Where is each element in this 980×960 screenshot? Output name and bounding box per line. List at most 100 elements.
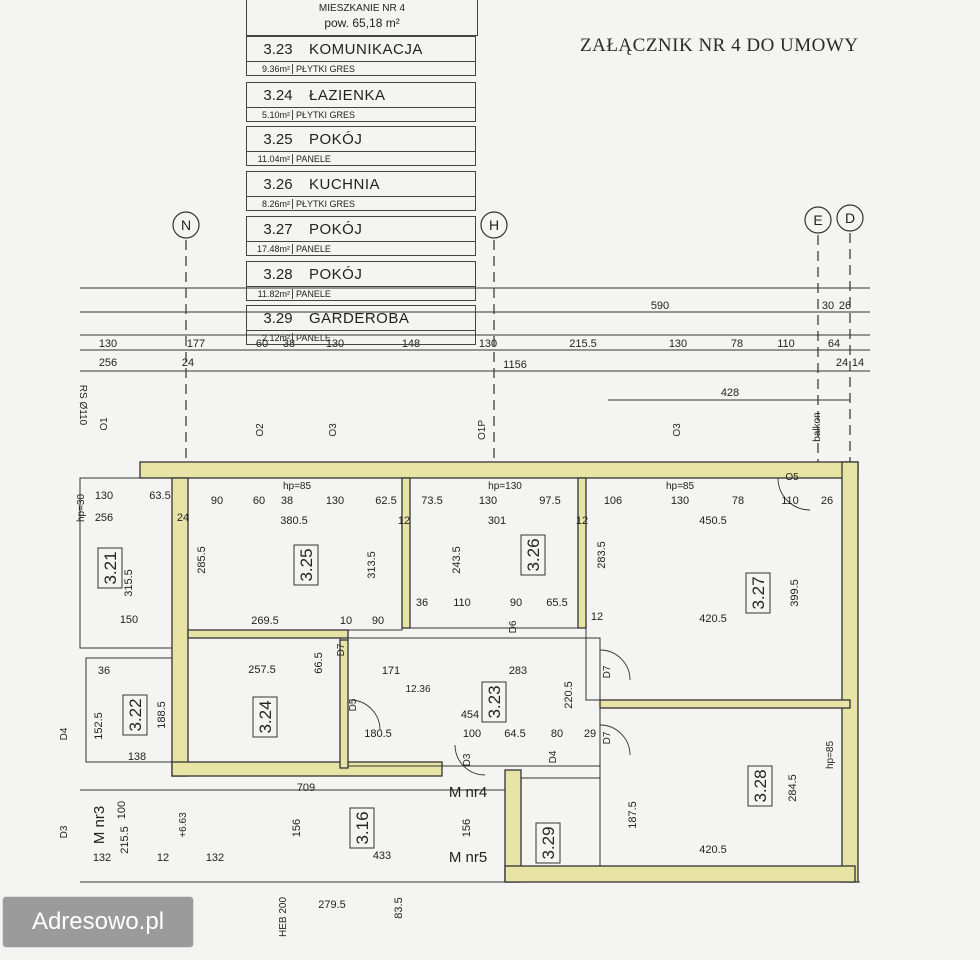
svg-text:hp=85: hp=85 <box>825 741 836 770</box>
svg-text:188.5: 188.5 <box>156 701 168 729</box>
room-3-22-outline <box>85 657 173 763</box>
room-3-24-outline <box>187 637 341 763</box>
svg-text:O1P: O1P <box>477 420 488 440</box>
svg-text:256: 256 <box>99 357 117 369</box>
room-label-3-24: 3.24 <box>256 700 275 733</box>
room-name: POKÓJ <box>309 265 363 283</box>
svg-text:O2: O2 <box>255 423 266 437</box>
svg-text:283.5: 283.5 <box>596 541 608 569</box>
schedule-header: MIESZKANIE NR 4 pow. 65,18 m² <box>246 0 478 36</box>
svg-text:130: 130 <box>479 495 497 507</box>
room-area: 11.82m² <box>247 289 293 299</box>
svg-text:36: 36 <box>98 665 110 677</box>
svg-text:301: 301 <box>488 515 506 527</box>
room-name: ŁAZIENKA <box>309 86 386 104</box>
svg-text:315.5: 315.5 <box>123 569 135 597</box>
svg-text:HEB 200: HEB 200 <box>278 897 289 937</box>
svg-text:+6.63: +6.63 <box>178 812 189 838</box>
watermark-logo[interactable]: Adresowo.pl <box>2 896 194 948</box>
svg-text:73.5: 73.5 <box>421 495 442 507</box>
svg-text:hp=130: hp=130 <box>488 481 522 492</box>
room-area: 2.12m² <box>247 333 293 343</box>
room-3-29-outline <box>520 777 601 867</box>
room-number: 3.25 <box>263 130 293 148</box>
svg-text:38: 38 <box>281 495 293 507</box>
svg-text:O5: O5 <box>785 472 799 483</box>
svg-text:12: 12 <box>398 515 410 527</box>
room-label-3-26: 3.26 <box>524 538 543 571</box>
room-material: PŁYTKI GRES <box>296 64 356 74</box>
room-3-28-outline <box>599 707 843 867</box>
room-3-21-outline <box>79 477 173 649</box>
room-name: POKÓJ <box>309 220 363 238</box>
svg-text:279.5: 279.5 <box>318 899 346 911</box>
svg-text:66.5: 66.5 <box>313 652 325 673</box>
svg-text:156: 156 <box>461 819 473 837</box>
svg-text:171: 171 <box>382 665 400 677</box>
svg-text:150: 150 <box>120 614 138 626</box>
svg-text:78: 78 <box>731 338 743 350</box>
room-name: GARDEROBA <box>309 309 410 327</box>
svg-text:269.5: 269.5 <box>251 615 279 627</box>
svg-text:283: 283 <box>509 665 527 677</box>
svg-text:380.5: 380.5 <box>280 515 308 527</box>
axis-n-label: N <box>181 217 191 233</box>
svg-text:177: 177 <box>187 338 205 350</box>
svg-text:187.5: 187.5 <box>627 801 639 829</box>
room-3-23-outline <box>347 637 601 767</box>
svg-text:110: 110 <box>781 495 799 507</box>
svg-text:100: 100 <box>463 728 481 740</box>
svg-text:284.5: 284.5 <box>787 774 799 802</box>
room-3-27-outline <box>585 477 843 701</box>
svg-text:64: 64 <box>828 338 840 350</box>
room-number: 3.28 <box>263 265 293 283</box>
svg-text:130: 130 <box>95 490 113 502</box>
svg-text:399.5: 399.5 <box>789 579 801 607</box>
svg-text:D3: D3 <box>462 753 473 766</box>
room-number: 3.29 <box>263 309 293 327</box>
svg-text:10: 10 <box>340 615 352 627</box>
svg-text:590: 590 <box>651 300 669 312</box>
svg-text:132: 132 <box>93 852 111 864</box>
axis-d-circle <box>836 204 864 232</box>
svg-text:62.5: 62.5 <box>375 495 396 507</box>
svg-text:130: 130 <box>479 338 497 350</box>
svg-text:132: 132 <box>206 852 224 864</box>
svg-text:130: 130 <box>99 338 117 350</box>
svg-text:243.5: 243.5 <box>451 546 463 574</box>
axis-markers <box>172 204 864 470</box>
svg-text:14: 14 <box>852 357 864 369</box>
svg-text:454: 454 <box>461 709 479 721</box>
svg-text:O3: O3 <box>672 423 683 437</box>
room-label-3-22: 3.22 <box>126 698 145 731</box>
svg-text:balkon: balkon <box>812 412 823 441</box>
apartment-area: pow. 65,18 m² <box>324 16 400 30</box>
svg-text:D6: D6 <box>508 620 519 633</box>
svg-text:29: 29 <box>584 728 596 740</box>
svg-text:257.5: 257.5 <box>248 664 276 676</box>
room-label-3-28: 3.28 <box>751 769 770 802</box>
svg-text:256: 256 <box>95 512 113 524</box>
svg-text:97.5: 97.5 <box>539 495 560 507</box>
axis-d-label: D <box>845 210 855 226</box>
svg-text:100: 100 <box>116 801 128 819</box>
svg-text:D5: D5 <box>348 698 359 711</box>
room-area: 8.26m² <box>247 199 293 209</box>
svg-text:D4: D4 <box>548 750 559 763</box>
svg-text:hp=85: hp=85 <box>666 481 695 492</box>
svg-text:O1: O1 <box>99 417 110 431</box>
svg-text:30: 30 <box>822 300 834 312</box>
door-swings <box>349 477 811 776</box>
flat-label-m-nr5: M nr5 <box>449 849 487 866</box>
room-material: PANELE <box>296 154 331 164</box>
svg-text:26: 26 <box>821 495 833 507</box>
axis-h-label: H <box>489 217 499 233</box>
room-material: PANELE <box>296 289 331 299</box>
document-title: ZAŁĄCZNIK NR 4 DO UMOWY <box>580 35 859 56</box>
